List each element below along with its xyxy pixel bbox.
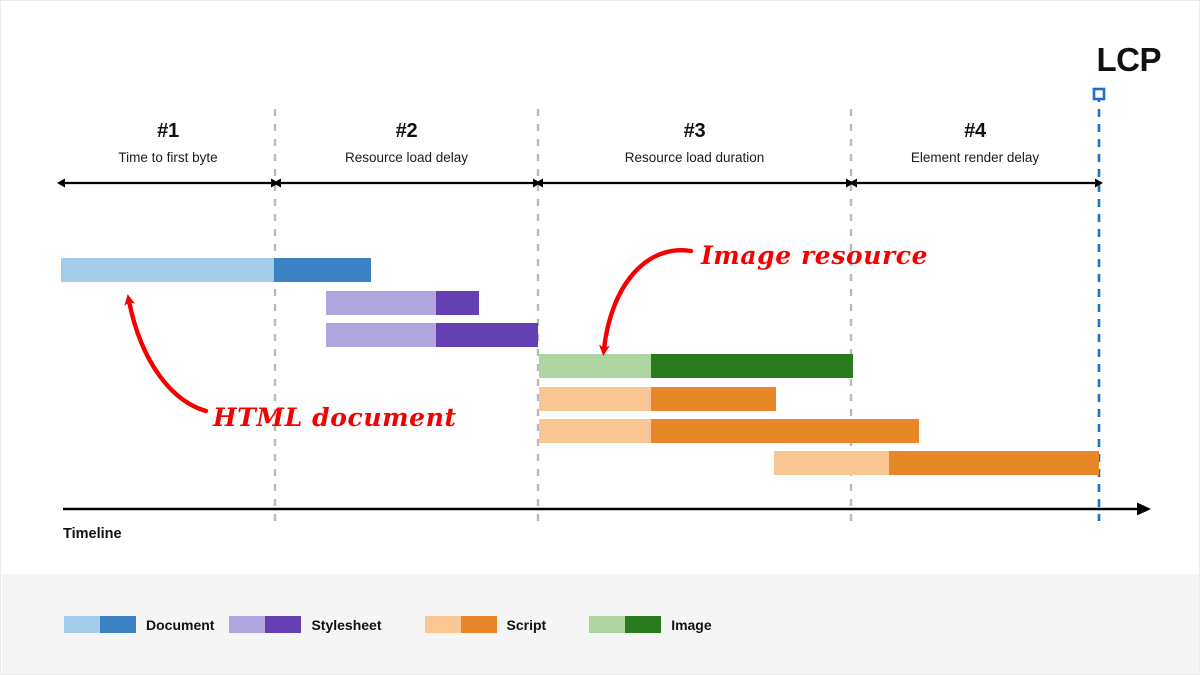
bar-segment-waiting <box>61 258 274 282</box>
waterfall-bar-stylesheet-2 <box>326 323 538 347</box>
phase-name-1: Time to first byte <box>118 150 218 165</box>
bar-segment-transfer <box>651 419 919 443</box>
legend-swatch-light <box>424 616 461 633</box>
bar-segment-waiting <box>539 387 651 411</box>
legend-swatch-document <box>64 616 136 633</box>
phase-number-1: #1 <box>157 120 179 142</box>
phase-name-4: Element render delay <box>910 150 1040 165</box>
phase-header-2: #2 Resource load delay <box>275 118 538 168</box>
legend-swatch-dark <box>265 616 302 633</box>
phase-name-3: Resource load duration <box>624 150 765 165</box>
bar-segment-waiting <box>539 419 651 443</box>
waterfall-bar-script-4 <box>539 387 776 411</box>
legend-items: Document Stylesheet Script Image <box>64 616 712 633</box>
lcp-marker-cap <box>1092 87 1106 101</box>
phase-header-4: #4 Element render delay <box>851 118 1099 168</box>
bar-segment-transfer <box>436 291 479 315</box>
waterfall-bar-script-5 <box>539 419 919 443</box>
bar-segment-transfer <box>436 323 538 347</box>
waterfall-bar-document-0 <box>61 258 371 282</box>
phase-number-2: #2 <box>395 120 418 142</box>
image-resource-arrow <box>598 248 694 356</box>
html-document-arrow <box>124 294 209 414</box>
phase-number-3: #3 <box>683 120 706 142</box>
timeline-axis-label: Timeline <box>63 526 122 542</box>
legend-label-image: Image <box>671 616 712 633</box>
legend-swatch-stylesheet <box>229 616 302 633</box>
legend-swatch-light <box>64 616 100 633</box>
legend-item-document[interactable]: Document <box>64 616 214 633</box>
bar-segment-waiting <box>539 354 651 378</box>
legend-item-script[interactable]: Script <box>424 616 547 633</box>
phase-name-2: Resource load delay <box>344 150 469 165</box>
legend-swatch-light <box>589 616 626 633</box>
timeline-axis-arrowhead <box>1137 502 1151 516</box>
annotation-arrows <box>124 248 694 414</box>
waterfall-bar-stylesheet-1 <box>326 291 479 315</box>
waterfall-bar-image-3 <box>539 354 853 378</box>
bar-segment-transfer <box>651 354 853 378</box>
lcp-marker <box>1092 87 1106 521</box>
annotation-html-document: HTML document <box>213 403 457 432</box>
lcp-label: LCP <box>1096 41 1162 78</box>
legend-label-stylesheet: Stylesheet <box>311 616 382 633</box>
bar-segment-transfer <box>889 451 1099 475</box>
bar-segment-waiting <box>326 291 436 315</box>
legend-swatch-script <box>424 616 497 633</box>
bar-segment-transfer <box>274 258 371 282</box>
legend-label-document: Document <box>146 616 215 633</box>
phase-header-1: #1 Time to first byte <box>61 118 275 168</box>
legend-swatch-dark <box>625 616 662 633</box>
waterfall-bars <box>61 258 1099 475</box>
legend-item-stylesheet[interactable]: Stylesheet <box>229 616 382 633</box>
legend-swatch-light <box>229 616 266 633</box>
legend-label-script: Script <box>506 616 547 633</box>
legend-swatch-image <box>589 616 662 633</box>
legend-swatch-dark <box>460 616 497 633</box>
phase-number-4: #4 <box>964 120 986 142</box>
legend: Document Stylesheet Script Image <box>2 574 1199 674</box>
bar-segment-waiting <box>774 451 889 475</box>
legend-swatch-dark <box>100 616 136 633</box>
bar-segment-waiting <box>326 323 436 347</box>
phase-header-3: #3 Resource load duration <box>538 118 851 168</box>
annotation-image-resource: Image resource <box>701 241 929 270</box>
timeline-axis <box>63 502 1151 516</box>
legend-item-image[interactable]: Image <box>589 616 712 633</box>
bar-segment-transfer <box>651 387 776 411</box>
waterfall-bar-script-6 <box>774 451 1099 475</box>
